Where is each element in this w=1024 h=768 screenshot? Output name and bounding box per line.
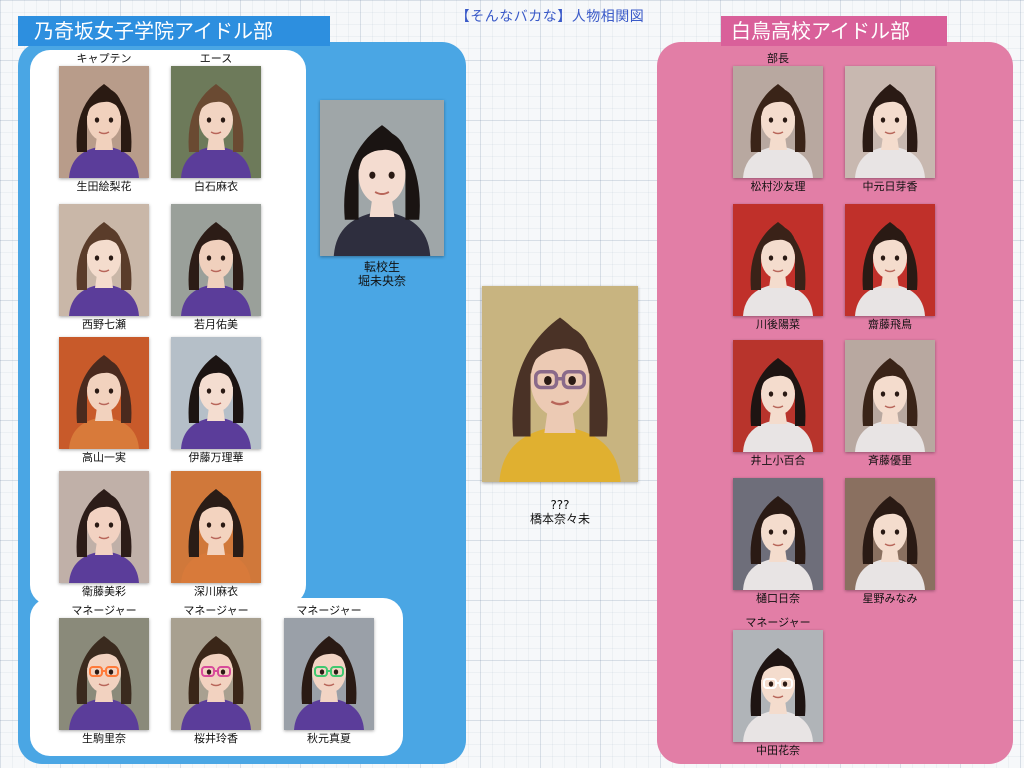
portrait-photo	[845, 204, 935, 316]
member-name: 齋藤飛鳥	[868, 318, 912, 331]
member-role: マネージャー	[296, 604, 362, 617]
transfer-name: 堀未央奈	[357, 274, 406, 288]
portrait-photo	[59, 204, 149, 316]
member-name: 川後陽菜	[756, 318, 800, 331]
member-role	[170, 190, 262, 204]
member-name: 生田絵梨花	[76, 180, 132, 193]
member-name: 生駒里奈	[82, 732, 126, 745]
member-card: マネージャー桜井玲香	[170, 604, 262, 746]
member-card: 西野七瀬	[58, 190, 150, 332]
member-name: 衛藤美彩	[82, 585, 126, 598]
member-role: キャプテン	[76, 52, 132, 65]
member-card: マネージャー中田花奈	[732, 616, 824, 758]
member-role	[58, 323, 150, 337]
member-name: 斉藤優里	[868, 454, 912, 467]
member-role	[732, 326, 824, 340]
transfer-student-node: 転校生 堀未央奈	[320, 100, 444, 288]
portrait-photo	[845, 340, 935, 452]
member-name: 樋口日奈	[756, 592, 800, 605]
portrait-photo	[59, 618, 149, 730]
mystery-node: ??? 橋本奈々未	[482, 286, 638, 526]
member-name: 西野七瀬	[82, 318, 126, 331]
portrait-photo	[284, 618, 374, 730]
member-card: マネージャー秋元真夏	[283, 604, 375, 746]
portrait-photo	[171, 66, 261, 178]
portrait-photo	[59, 66, 149, 178]
member-card: 若月佑美	[170, 190, 262, 332]
portrait-photo	[482, 286, 638, 482]
member-role	[170, 323, 262, 337]
member-card: 齋藤飛鳥	[844, 190, 936, 332]
member-name: 松村沙友理	[750, 180, 806, 193]
member-role	[58, 457, 150, 471]
transfer-label: 転校生	[363, 260, 400, 274]
member-card: マネージャー生駒里奈	[58, 604, 150, 746]
chart-title: 【そんなバカな】人物相関図	[455, 9, 645, 25]
portrait-photo	[320, 100, 444, 256]
member-role: エース	[199, 52, 233, 65]
member-card: 深川麻衣	[170, 457, 262, 599]
right-group-header: 白鳥高校アイドル部	[721, 16, 947, 46]
member-name: 井上小百合	[750, 454, 806, 467]
member-card: 部長松村沙友理	[732, 52, 824, 194]
mystery-name: 橋本奈々未	[529, 512, 590, 526]
member-role: マネージャー	[183, 604, 249, 617]
portrait-photo	[171, 618, 261, 730]
member-role	[732, 464, 824, 478]
left-group-header: 乃奇坂女子学院アイドル部	[18, 16, 330, 46]
right-group-panel	[657, 42, 1013, 764]
member-name: 深川麻衣	[194, 585, 238, 598]
member-role: マネージャー	[745, 616, 811, 629]
member-name: 中田花奈	[756, 744, 800, 757]
member-role	[58, 190, 150, 204]
mystery-label: ???	[550, 498, 570, 512]
portrait-photo	[171, 471, 261, 583]
member-card: キャプテン生田絵梨花	[58, 52, 150, 194]
member-role	[844, 52, 936, 66]
member-role	[170, 457, 262, 471]
member-name: 高山一実	[82, 451, 126, 464]
member-name: 秋元真夏	[307, 732, 351, 745]
member-card: 衛藤美彩	[58, 457, 150, 599]
member-name: 伊藤万理華	[188, 451, 244, 464]
member-role	[844, 190, 936, 204]
member-name: 白石麻衣	[194, 180, 238, 193]
portrait-photo	[845, 66, 935, 178]
member-role: 部長	[767, 52, 789, 65]
member-card: 中元日芽香	[844, 52, 936, 194]
member-name: 若月佑美	[194, 318, 238, 331]
member-name: 中元日芽香	[862, 180, 918, 193]
portrait-photo	[733, 630, 823, 742]
portrait-photo	[733, 478, 823, 590]
portrait-photo	[171, 337, 261, 449]
portrait-photo	[171, 204, 261, 316]
member-card: エース白石麻衣	[170, 52, 262, 194]
member-card: 井上小百合	[732, 326, 824, 468]
member-role: マネージャー	[71, 604, 137, 617]
portrait-photo	[733, 340, 823, 452]
member-card: 高山一実	[58, 323, 150, 465]
member-role	[844, 464, 936, 478]
portrait-photo	[733, 204, 823, 316]
member-card: 樋口日奈	[732, 464, 824, 606]
member-name: 星野みなみ	[862, 592, 918, 605]
member-role	[844, 326, 936, 340]
member-card: 星野みなみ	[844, 464, 936, 606]
member-card: 斉藤優里	[844, 326, 936, 468]
member-card: 伊藤万理華	[170, 323, 262, 465]
member-role	[732, 190, 824, 204]
portrait-photo	[733, 66, 823, 178]
portrait-photo	[845, 478, 935, 590]
member-name: 桜井玲香	[194, 732, 238, 745]
portrait-photo	[59, 337, 149, 449]
member-card: 川後陽菜	[732, 190, 824, 332]
portrait-photo	[59, 471, 149, 583]
